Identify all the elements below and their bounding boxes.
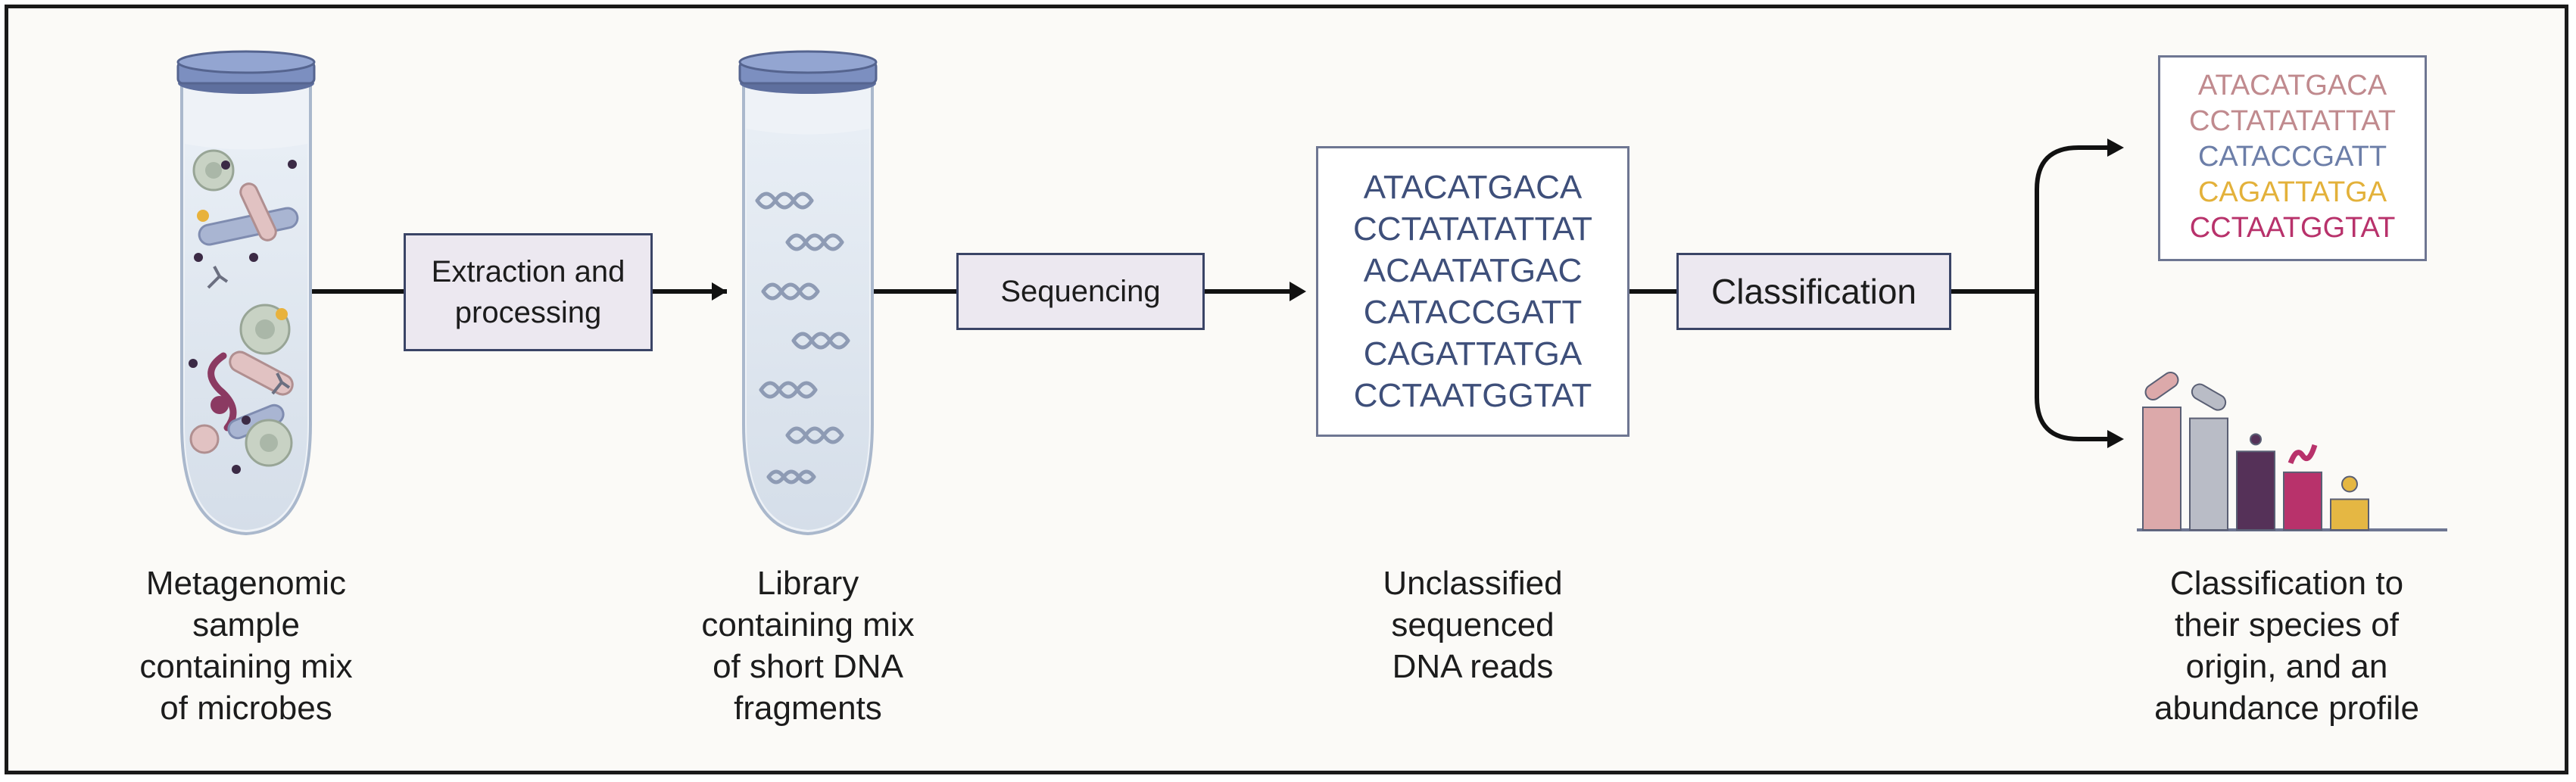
classified-read: CCTATATATTAT <box>2189 105 2396 137</box>
classification-step: Classification <box>1676 253 1951 330</box>
flow-connectors <box>310 139 2124 448</box>
sample-caption-line: containing mix <box>139 648 353 685</box>
library-tube-icon <box>738 50 878 536</box>
reads-caption-line: Unclassified <box>1383 565 1563 602</box>
abundance-bar <box>2283 471 2322 531</box>
classified-read: CATACCGATT <box>2197 141 2387 173</box>
sample-caption-line: of microbes <box>160 690 332 727</box>
sample-caption-line: Metagenomic <box>145 565 347 602</box>
extraction-step-label-line2: processing <box>454 296 602 329</box>
abundance-bar <box>2236 450 2275 531</box>
result-caption-line: origin, and an <box>2185 648 2388 685</box>
unclassified-read: CCTAATGGTAT <box>1353 377 1592 414</box>
sample-caption: Metagenomic sample containing mix of mic… <box>98 562 394 729</box>
result-caption-line: their species of <box>2175 606 2399 643</box>
reads-caption-line: DNA reads <box>1392 648 1554 685</box>
unclassified-read: ACAATATGAC <box>1363 252 1583 289</box>
unclassified-read: CAGATTATGA <box>1363 335 1583 372</box>
sequencing-step-label: Sequencing <box>1000 274 1161 308</box>
coccus-icon <box>2250 433 2262 446</box>
library-caption-line: Library <box>756 565 859 602</box>
sequencing-step: Sequencing <box>956 253 1205 330</box>
library-caption-line: containing mix <box>701 606 915 643</box>
library-caption: Library containing mix of short DNA frag… <box>660 562 956 729</box>
result-caption-line: abundance profile <box>2154 690 2419 727</box>
rod-bacterium-icon <box>2144 371 2179 401</box>
extraction-step-label-line1: Extraction and <box>431 255 625 288</box>
abundance-bar <box>2189 417 2228 531</box>
unclassified-reads-box: ATACATGACA CCTATATATTAT ACAATATGAC CATAC… <box>1316 146 1629 437</box>
branch-arrow-bottom <box>2035 291 2113 441</box>
abundance-profile-chart <box>2137 371 2447 531</box>
library-caption-line: of short DNA <box>713 648 903 685</box>
library-caption-line: fragments <box>734 690 882 727</box>
reads-caption-line: sequenced <box>1391 606 1555 643</box>
abundance-bar <box>2142 407 2181 531</box>
sample-tube-icon <box>176 50 316 536</box>
spirillum-icon <box>2288 444 2318 465</box>
grey-rod-bacterium-icon <box>2191 383 2227 411</box>
classification-step-label: Classification <box>1711 272 1916 311</box>
sample-caption-line: sample <box>192 606 300 643</box>
yellow-coccus-icon <box>2341 475 2358 493</box>
unclassified-read: ATACATGACA <box>1363 169 1583 206</box>
classified-read: CCTAATGGTAT <box>2189 212 2396 244</box>
classified-reads-box: ATACATGACA CCTATATATTAT CATACCGATT CAGAT… <box>2158 55 2427 261</box>
classified-read: ATACATGACA <box>2197 70 2387 101</box>
result-caption: Classification to their species of origi… <box>2120 562 2453 729</box>
figure-frame <box>5 5 2568 774</box>
extraction-processing-step: Extraction and processing <box>404 233 653 351</box>
classified-read: CAGATTATGA <box>2197 176 2387 208</box>
unclassified-read: CATACCGATT <box>1363 294 1583 331</box>
abundance-bar <box>2330 498 2369 531</box>
branch-arrow-top <box>2035 145 2113 291</box>
result-caption-line: Classification to <box>2169 565 2404 602</box>
reads-caption: Unclassified sequenced DNA reads <box>1325 562 1620 687</box>
unclassified-read: CCTATATATTAT <box>1352 210 1593 248</box>
